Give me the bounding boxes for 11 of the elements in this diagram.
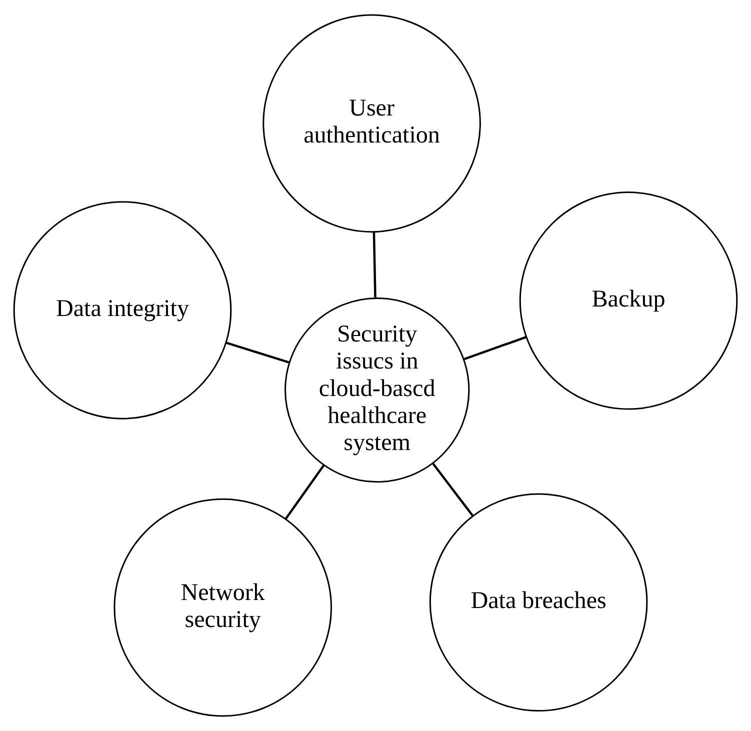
connector [464, 336, 527, 360]
node-circle: Network security [114, 498, 332, 717]
connector [432, 463, 474, 516]
node-circle: Security issucs in cloud-bascd healthcare system [284, 297, 470, 483]
node-circle: Backup [519, 192, 738, 410]
node-circle: Data integrity [13, 201, 232, 420]
node-circle: Data breaches [429, 493, 648, 712]
connector [226, 342, 290, 364]
connector [284, 464, 325, 520]
connector [372, 232, 376, 298]
node-circle: User authentication [262, 14, 481, 233]
